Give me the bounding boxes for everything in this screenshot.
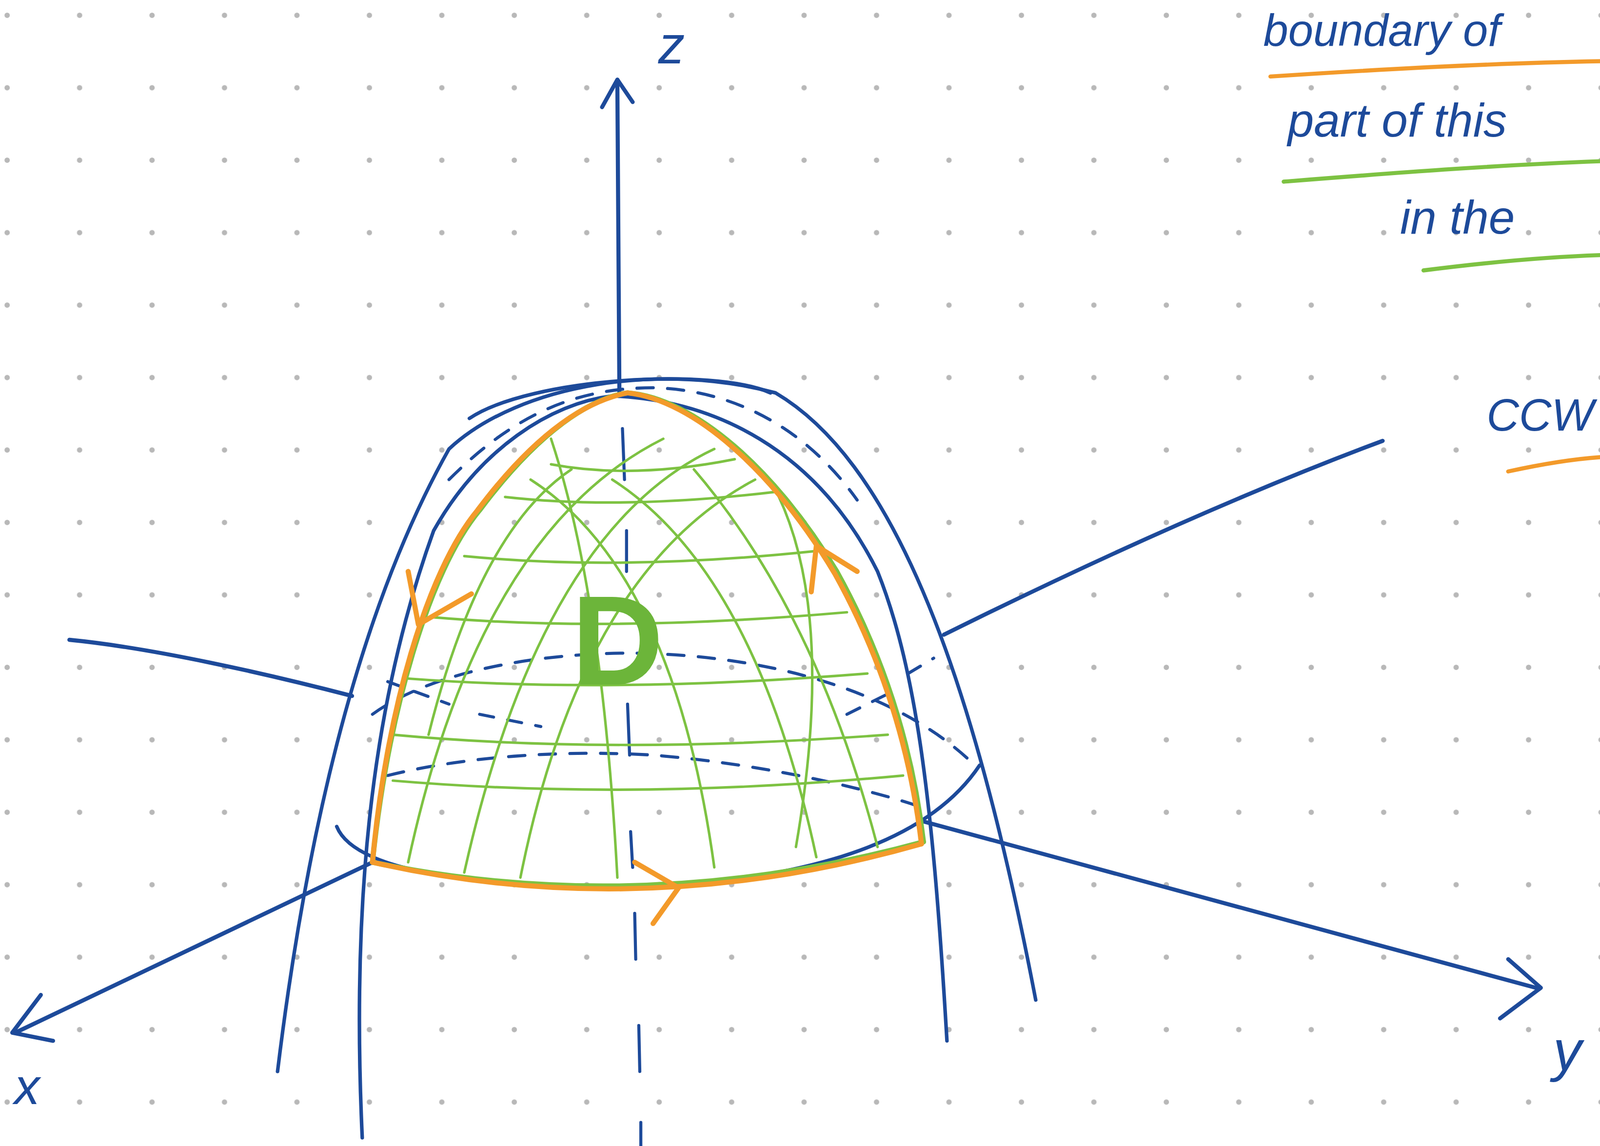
axes bbox=[12, 79, 1541, 1146]
y-arrowhead bbox=[1500, 959, 1541, 1019]
hidden-curve bbox=[387, 753, 919, 807]
note-text: in the bbox=[1400, 194, 1515, 241]
arrowhead-right bbox=[634, 862, 679, 924]
z-axis bbox=[617, 83, 620, 394]
paraboloid bbox=[277, 378, 1036, 1138]
arrowhead-down bbox=[408, 571, 472, 625]
axis-label: y bbox=[1553, 1022, 1582, 1080]
axis-label: z bbox=[658, 18, 685, 72]
underlines bbox=[1270, 61, 1600, 472]
axis-label: x bbox=[14, 1061, 40, 1113]
surface-mesh bbox=[393, 438, 904, 878]
x-axis bbox=[15, 862, 373, 1033]
note-text: CCW bbox=[1486, 393, 1595, 438]
x-arrowhead bbox=[12, 994, 54, 1041]
top-rim bbox=[469, 378, 771, 419]
inner-surface bbox=[359, 395, 948, 1138]
back-axis-right bbox=[944, 440, 1383, 635]
surface-outline bbox=[372, 393, 924, 887]
note-text: part of this bbox=[1287, 97, 1507, 144]
z-axis-hidden bbox=[622, 428, 641, 1146]
arrowhead-up bbox=[811, 545, 858, 592]
note-text: boundary of bbox=[1263, 8, 1501, 54]
boundary-curve bbox=[372, 393, 922, 924]
z-arrowhead bbox=[602, 79, 633, 107]
base-rim bbox=[336, 765, 980, 886]
outer-surface bbox=[277, 378, 1036, 1072]
region-label: D bbox=[571, 576, 664, 705]
back-axis-left bbox=[69, 639, 353, 696]
